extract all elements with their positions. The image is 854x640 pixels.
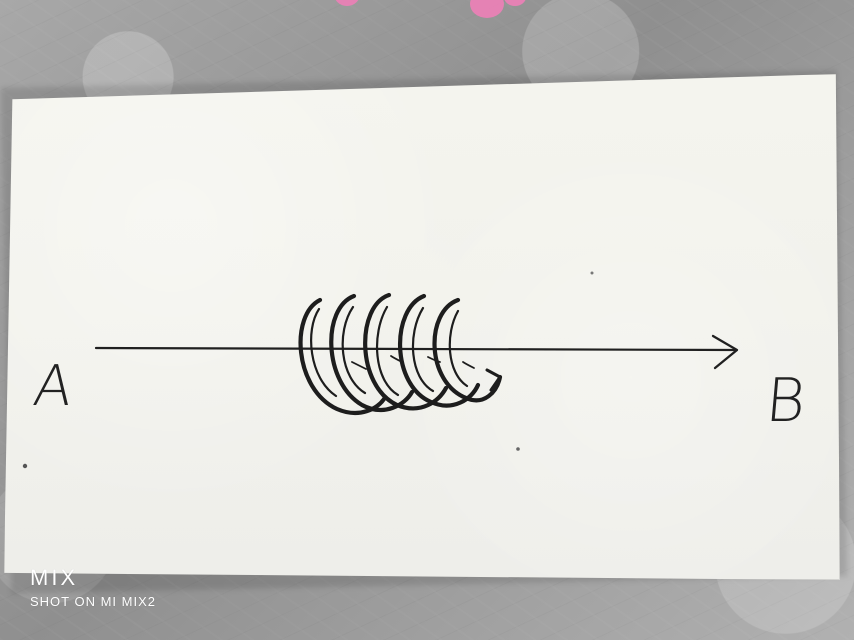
helix-loop-2-inner [341, 305, 367, 395]
helix-loop-5 [432, 297, 503, 403]
helix-spiral [298, 292, 503, 416]
helix-mark-1 [351, 361, 367, 370]
pink-flower-mark-right-b [504, 0, 526, 6]
camera-watermark-caption: SHOT ON MI MIX2 [30, 594, 156, 609]
helix-loop-4 [397, 293, 481, 408]
paper-dot-top [590, 271, 594, 275]
helix-mark-4 [462, 361, 475, 369]
helix-loop-5-inner [448, 309, 469, 388]
arrowhead-b [711, 334, 739, 370]
paper-texture [4, 74, 840, 580]
camera-watermark-brand: MIX [30, 565, 79, 590]
helix-mark-3 [427, 356, 441, 363]
pink-flower-mark-right-a [470, 0, 504, 18]
helix-loop-1-inner [310, 307, 338, 398]
point-a-label: A [29, 354, 77, 419]
point-b-label: B [762, 366, 809, 436]
straight-line-ab [94, 346, 738, 352]
helix-mark-2 [390, 355, 403, 363]
helix-loop-4-inner [411, 306, 435, 393]
paper-card [4, 74, 840, 580]
paper-dot-left [22, 463, 28, 469]
helix-loop-3-inner [376, 305, 400, 397]
helix-arrowhead [485, 368, 502, 392]
paper-dot-center [516, 447, 520, 451]
pink-flower-mark-left [334, 0, 360, 6]
